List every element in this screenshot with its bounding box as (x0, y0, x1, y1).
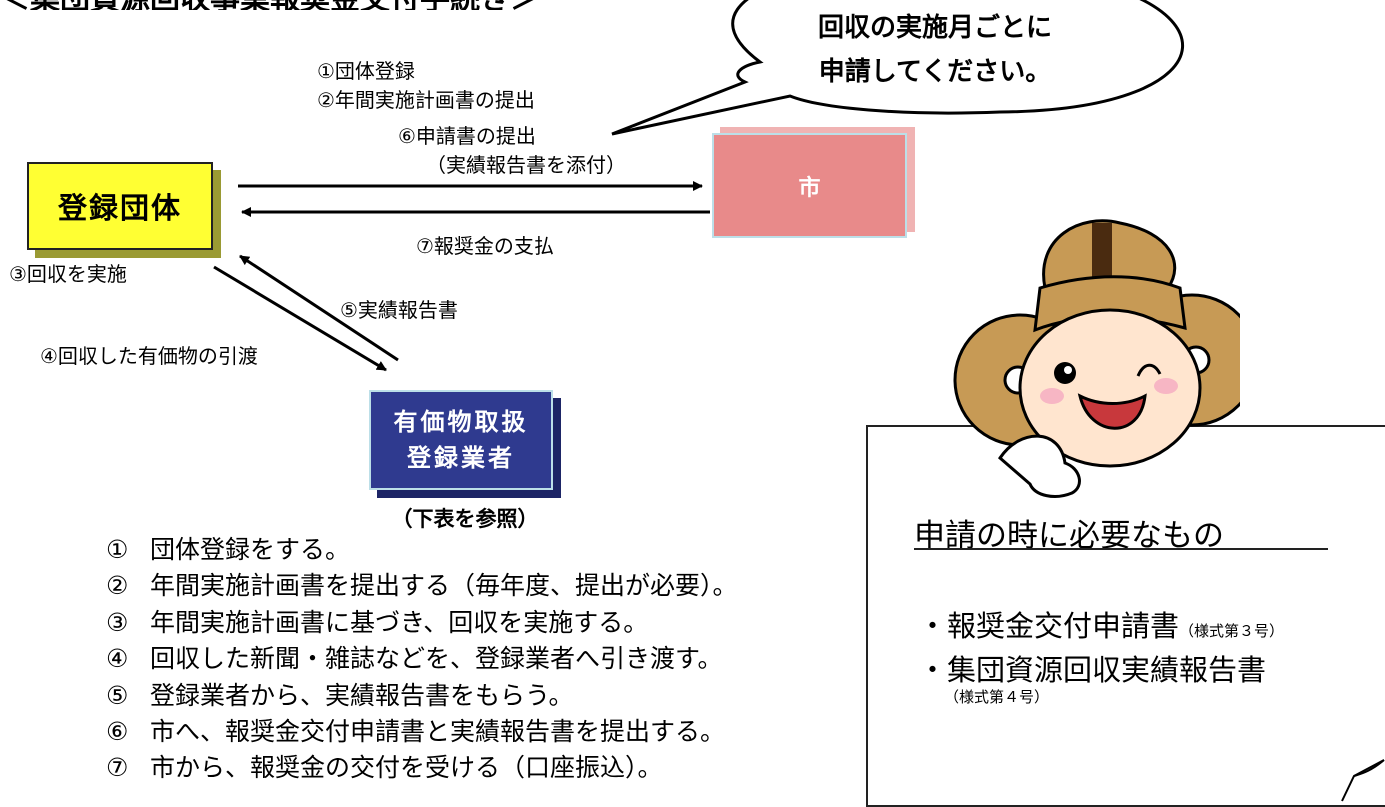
city-box: 市 (712, 133, 907, 238)
registered-group-label: 登録団体 (57, 191, 182, 225)
label-application: ⑥申請書の提出 (398, 124, 536, 148)
required-item-2-note: （様式第４号） (944, 688, 1050, 706)
bubble-text: 回収の実施月ごとに 申請してください。 (817, 13, 1052, 87)
vendor-note: （下表を参照） (391, 506, 539, 531)
vendor-box: 有価物取扱 登録業者 (369, 390, 553, 490)
label-annual-plan: ②年間実施計画書の提出 (317, 88, 535, 112)
registered-group-box: 登録団体 (27, 162, 213, 250)
bullet-icon: ・ (918, 653, 948, 687)
label-registration: ①団体登録 (317, 59, 415, 83)
page-curl-icon (1341, 759, 1385, 802)
bullet-icon: ・ (918, 609, 948, 643)
label-collection: ③回収を実施 (9, 262, 127, 286)
label-report: ⑤実績報告書 (340, 298, 458, 322)
page-title: ＜集団資源回収事業報奨金交付手続き＞ (0, 0, 700, 10)
label-handover: ④回収した有価物の引渡 (40, 344, 258, 368)
mascot-character (953, 219, 1240, 498)
city-label: 市 (798, 175, 821, 201)
label-payment: ⑦報奨金の支払 (416, 234, 554, 258)
arrow-to-vendor (213, 265, 387, 372)
title-underline (914, 548, 1328, 550)
label-application-note: （実績報告書を添付） (426, 153, 626, 177)
arrow-report-to-group (239, 254, 399, 362)
required-item-2: ・集団資源回収実績報告書 (918, 653, 1267, 687)
vendor-label-line1: 有価物取扱 (393, 408, 529, 436)
vendor-label-line2: 登録業者 (407, 444, 515, 472)
required-item-1: ・報奨金交付申請書（様式第３号） (918, 609, 1285, 643)
